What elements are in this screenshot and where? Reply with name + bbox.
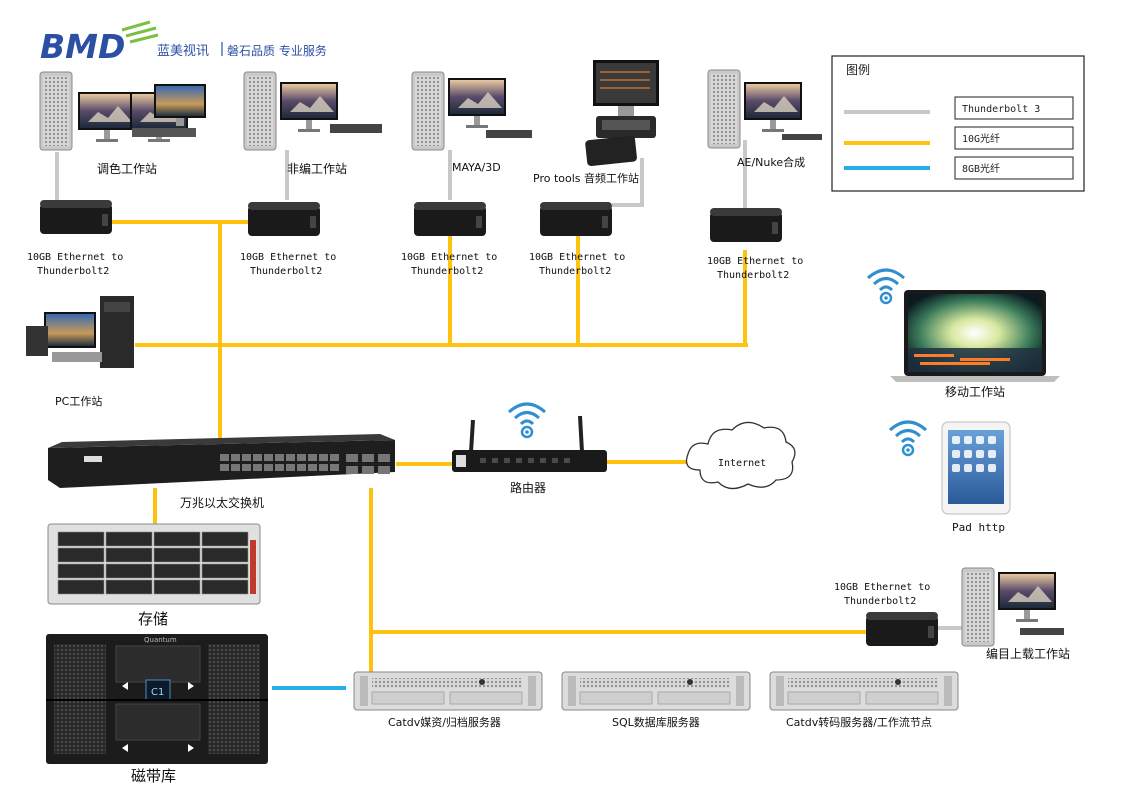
adapter-2-line1: 10GB Ethernet to bbox=[240, 252, 336, 263]
mobile-wifi-icon bbox=[866, 268, 906, 305]
legend-label-thunderbolt: Thunderbolt 3 bbox=[962, 104, 1040, 115]
adapter-ae-nuke: 10GB Ethernet to Thunderbolt2 bbox=[707, 208, 803, 281]
ae-nuke-workstation: AE/Nuke合成 bbox=[707, 69, 822, 169]
switch-label: 万兆以太交换机 bbox=[180, 495, 264, 510]
router-wifi-icon bbox=[507, 402, 547, 439]
catdv-archive-label: Catdv媒资/归档服务器 bbox=[388, 715, 501, 729]
adapter-pro-tools: 10GB Ethernet to Thunderbolt2 bbox=[529, 202, 625, 277]
mobile-workstation: 移动工作站 bbox=[866, 268, 1060, 399]
tape-library: Quantum C1 磁带库 bbox=[46, 634, 268, 785]
maya-workstation: MAYA/3D bbox=[411, 71, 532, 174]
pro-tools-label: Pro tools 音频工作站 bbox=[533, 171, 639, 185]
pad-device: Pad http bbox=[888, 420, 1011, 534]
adapter-3-line1: 10GB Ethernet to bbox=[401, 252, 497, 263]
tape-library-label: 磁带库 bbox=[131, 767, 176, 785]
adapter-3-line2: Thunderbolt2 bbox=[411, 266, 483, 277]
ingest-workstation: 编目上载工作站 bbox=[961, 567, 1070, 661]
tape-left-arrow-icon bbox=[122, 682, 128, 690]
router: 路由器 bbox=[452, 402, 607, 495]
maya-label: MAYA/3D bbox=[452, 161, 501, 174]
pro-tools-workstation: Pro tools 音频工作站 bbox=[533, 60, 659, 185]
mobile-label: 移动工作站 bbox=[945, 385, 1005, 399]
catdv-transcode-server: Catdv转码服务器/工作流节点 bbox=[769, 671, 959, 729]
brand-logo: BMD 蓝美视讯 磐石品质 专业服务 bbox=[40, 20, 327, 66]
catdv-transcode-label: Catdv转码服务器/工作流节点 bbox=[786, 715, 932, 729]
adapter-4-line2: Thunderbolt2 bbox=[539, 266, 611, 277]
adapter-maya: 10GB Ethernet to Thunderbolt2 bbox=[401, 202, 497, 277]
thunderbolt-links bbox=[55, 140, 962, 630]
brand-name: 蓝美视讯 bbox=[157, 44, 209, 59]
editing-workstation: 非编工作站 bbox=[243, 71, 382, 176]
adapter-1-line1: 10GB Ethernet to bbox=[27, 252, 123, 263]
pc-label: PC工作站 bbox=[55, 394, 102, 408]
fiber10g-links bbox=[112, 220, 866, 672]
color-grading-label: 调色工作站 bbox=[97, 162, 157, 176]
catdv-archive-server: Catdv媒资/归档服务器 bbox=[353, 671, 543, 729]
internet-cloud: Internet bbox=[685, 421, 796, 490]
adapter-5-line2: Thunderbolt2 bbox=[717, 270, 789, 281]
legend-label-fiber8g: 8GB光纤 bbox=[962, 162, 1000, 175]
pad-wifi-icon bbox=[888, 420, 928, 457]
tape-right-arrow-icon bbox=[188, 682, 194, 690]
switch-ports bbox=[220, 454, 390, 474]
tape-display: C1 bbox=[151, 687, 164, 698]
legend-title: 图例 bbox=[846, 63, 870, 77]
sql-server: SQL数据库服务器 bbox=[561, 671, 751, 729]
pc-workstation: PC工作站 bbox=[26, 296, 134, 408]
adapter-1-line2: Thunderbolt2 bbox=[37, 266, 109, 277]
tape-brand: Quantum bbox=[144, 636, 177, 644]
router-label: 路由器 bbox=[510, 480, 546, 495]
color-grading-workstation: 调色工作站 bbox=[39, 71, 206, 176]
logo-text: BMD bbox=[40, 27, 125, 66]
storage-array: 存储 bbox=[47, 523, 261, 628]
sql-label: SQL数据库服务器 bbox=[612, 715, 700, 729]
ethernet-switch: 万兆以太交换机 bbox=[48, 434, 395, 510]
adapter-4-line1: 10GB Ethernet to bbox=[529, 252, 625, 263]
adapter-6-line1: 10GB Ethernet to bbox=[834, 582, 930, 593]
pad-label: Pad http bbox=[952, 521, 1005, 534]
legend-label-fiber10g: 10G光纤 bbox=[962, 132, 1000, 145]
internet-label: Internet bbox=[718, 458, 766, 469]
adapter-color-grading: 10GB Ethernet to Thunderbolt2 bbox=[27, 200, 123, 277]
ae-nuke-label: AE/Nuke合成 bbox=[737, 155, 805, 169]
storage-label: 存储 bbox=[138, 610, 168, 628]
adapter-6-line2: Thunderbolt2 bbox=[844, 596, 916, 607]
adapter-5-line1: 10GB Ethernet to bbox=[707, 256, 803, 267]
legend: 图例 Thunderbolt 3 10G光纤 8GB光纤 bbox=[831, 55, 1085, 192]
editing-label: 非编工作站 bbox=[287, 161, 347, 176]
brand-slogan: 磐石品质 专业服务 bbox=[227, 43, 327, 58]
ingest-label: 编目上载工作站 bbox=[986, 646, 1070, 661]
adapter-editing: 10GB Ethernet to Thunderbolt2 bbox=[240, 202, 336, 277]
logo-swoosh-icon bbox=[121, 20, 159, 44]
adapter-ingest: 10GB Ethernet to Thunderbolt2 bbox=[834, 582, 938, 646]
adapter-2-line2: Thunderbolt2 bbox=[250, 266, 322, 277]
